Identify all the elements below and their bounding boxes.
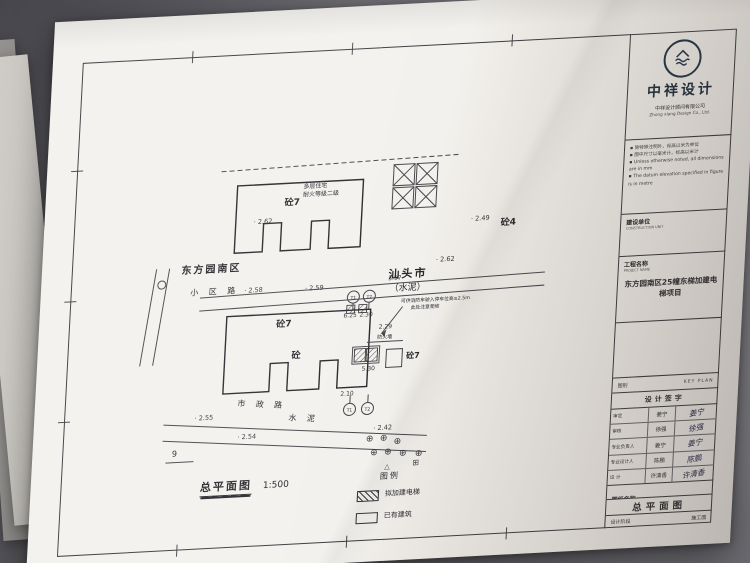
construction-unit-cell: 建设单位 CONSTRUCTION UNIT <box>619 209 728 258</box>
title-block-logo-cell: 中祥设计 中祥设计顾问有限公司 Zhong xiang Design Co., … <box>625 28 737 141</box>
shaft-t2-label-bottom: T2 <box>363 407 370 413</box>
signature-name: 徐强 <box>647 421 676 438</box>
plan-linework: T1 T2 T1 T2 <box>57 34 545 557</box>
brand-name: 中祥设计 <box>646 80 716 101</box>
signature-role: 专业负责人 <box>609 438 648 455</box>
signature-name: 姜宁 <box>648 406 677 422</box>
design-stage-value: 施工图 <box>691 514 707 522</box>
general-notes-cell: ▪ 除特殊注明外，标高以米为单位 ▪ 图中尺寸以毫米计，标高以米计 ▪ Unle… <box>621 135 732 215</box>
shaft-t1-label-bottom: T1 <box>345 407 352 413</box>
signature-name: 姜宁 <box>647 436 675 453</box>
shaft-t1-label: T1 <box>349 295 356 301</box>
blank-cell <box>613 317 722 379</box>
signature-role: 审核 <box>609 422 649 440</box>
signature-name: 许清香 <box>645 467 674 484</box>
key-plan-value: KEY PLAN <box>683 377 714 385</box>
signature-name: 陈鹏 <box>646 452 674 468</box>
signature-role: 设 计 <box>607 468 647 486</box>
signature-table: 审定 姜宁 姜宁 审核 徐强 徐强 专业负责人 姜宁 姜宁 专业设计人 陈鹏 <box>607 404 718 487</box>
zhongxiang-logo-icon <box>662 38 703 79</box>
shaft-t2-label: T2 <box>365 294 372 300</box>
signature-role: 审定 <box>610 407 650 424</box>
key-plan-label: 图别 <box>617 382 628 389</box>
title-block: 中祥设计 中祥设计顾问有限公司 Zhong xiang Design Co., … <box>604 28 737 529</box>
signature-role: 专业设计人 <box>608 453 647 470</box>
project-name-cell: 工程名称 PROJECT NAME 东方园南区25幢东梯加建电梯项目 <box>615 251 726 324</box>
project-name-value: 东方园南区25幢东梯加建电梯项目 <box>624 274 718 299</box>
drawing-sheet: T1 T2 T1 T2 东方园南区 小 区 路 市 政 路 水 泥 汕头市 （水… <box>25 0 750 563</box>
design-stage-label: 设计阶段 <box>610 518 631 526</box>
